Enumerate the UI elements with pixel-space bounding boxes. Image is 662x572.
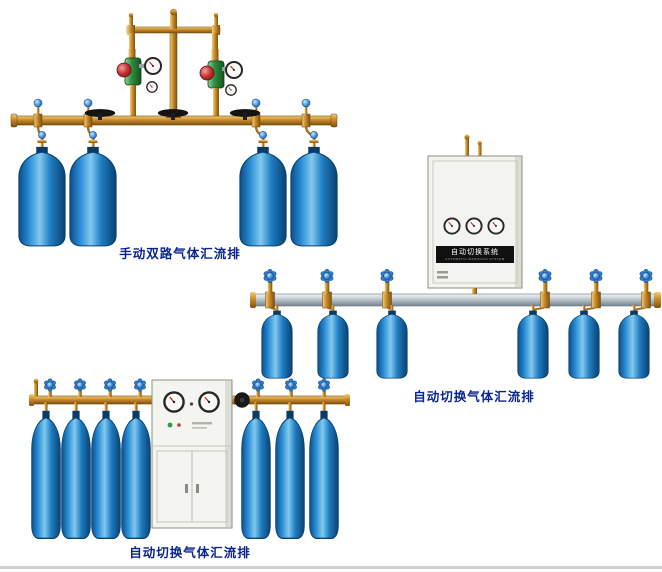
blue-valve-knob (285, 378, 297, 392)
manual-dual-manifold-illustration (10, 8, 338, 247)
blue-valve-knob (320, 268, 334, 284)
wall-manifold-pipe (250, 291, 661, 309)
cabinet-gauge-left (163, 391, 185, 413)
manifold-inlet-valves (263, 268, 653, 294)
blue-valve-knob (252, 378, 264, 392)
cabinet-gauge-right (198, 391, 220, 413)
blue-valve-knob (104, 378, 116, 392)
blue-valve-knob (380, 268, 394, 284)
cylinder-valves (37, 131, 319, 147)
gas-cylinder (290, 146, 338, 247)
gas-cylinder (568, 310, 600, 379)
pressure-regulator-left (116, 49, 162, 116)
bottom-border-line (0, 566, 662, 569)
regulator-handwheel (199, 65, 215, 81)
caption-manual-dual-manifold: 手动双路气体汇流排 (119, 247, 241, 261)
door-handle-right (196, 484, 199, 493)
auto-switch-floor-manifold-illustration (29, 378, 350, 539)
blue-valve-knob (538, 268, 552, 284)
gas-cylinder (376, 310, 408, 379)
gas-cylinder (240, 410, 272, 539)
blue-valve-knob (318, 378, 330, 392)
auto-switch-wall-manifold-illustration (250, 134, 661, 379)
gas-cylinder (239, 146, 287, 247)
gas-cylinder (274, 410, 306, 539)
indicator-light-red (177, 423, 181, 427)
gas-cylinder (60, 410, 92, 539)
manifold-valve-handwheel (234, 392, 250, 408)
gas-cylinder (18, 146, 66, 247)
blue-valve-knob (44, 378, 56, 392)
pipe-end-cap (170, 8, 177, 16)
gas-cylinder (261, 310, 293, 379)
door-handle-left (185, 484, 188, 493)
pressure-gauge-small (225, 84, 237, 96)
cabinet-gauges (443, 217, 505, 235)
blue-valve-knob (639, 268, 653, 284)
blue-valve-knob (74, 378, 86, 392)
regulator-handwheel (116, 62, 132, 78)
gas-cylinder (308, 410, 340, 539)
caption-auto-switch-wall-manifold: 自动切换气体汇流排 (413, 390, 535, 404)
gas-cylinder (517, 310, 549, 379)
pressure-gauge (465, 217, 483, 235)
gas-cylinder (90, 410, 122, 539)
blue-valve-knob (263, 268, 277, 284)
blue-valve-knob (589, 268, 603, 284)
pressure-gauge-small (146, 81, 158, 93)
vent-slit (437, 276, 448, 279)
gas-cylinder (618, 310, 650, 379)
pressure-gauge (487, 217, 505, 235)
pressure-gauge (443, 217, 461, 235)
pressure-gauge (225, 61, 243, 79)
cabinet-name-plate (436, 246, 514, 263)
blue-valve-knob (134, 378, 146, 392)
gas-cylinder (69, 146, 117, 247)
cylinder-hoses (36, 125, 316, 141)
gas-cylinder (120, 410, 152, 539)
pressure-regulator-right (199, 49, 243, 116)
gas-cylinder (317, 310, 349, 379)
gas-cylinder (30, 410, 62, 539)
manifold-inlet-valves (44, 378, 330, 397)
vent-slit (437, 271, 448, 274)
riser-and-tee-pipes (126, 8, 221, 119)
caption-auto-switch-floor-manifold: 自动切换气体汇流排 (129, 546, 251, 560)
control-cabinet (151, 379, 233, 529)
cylinder-valves (44, 402, 326, 414)
indicator-light-green (167, 422, 173, 428)
cylinder-valves (275, 305, 636, 313)
auto-switch-cabinet (427, 134, 523, 296)
pressure-gauge (144, 57, 162, 75)
